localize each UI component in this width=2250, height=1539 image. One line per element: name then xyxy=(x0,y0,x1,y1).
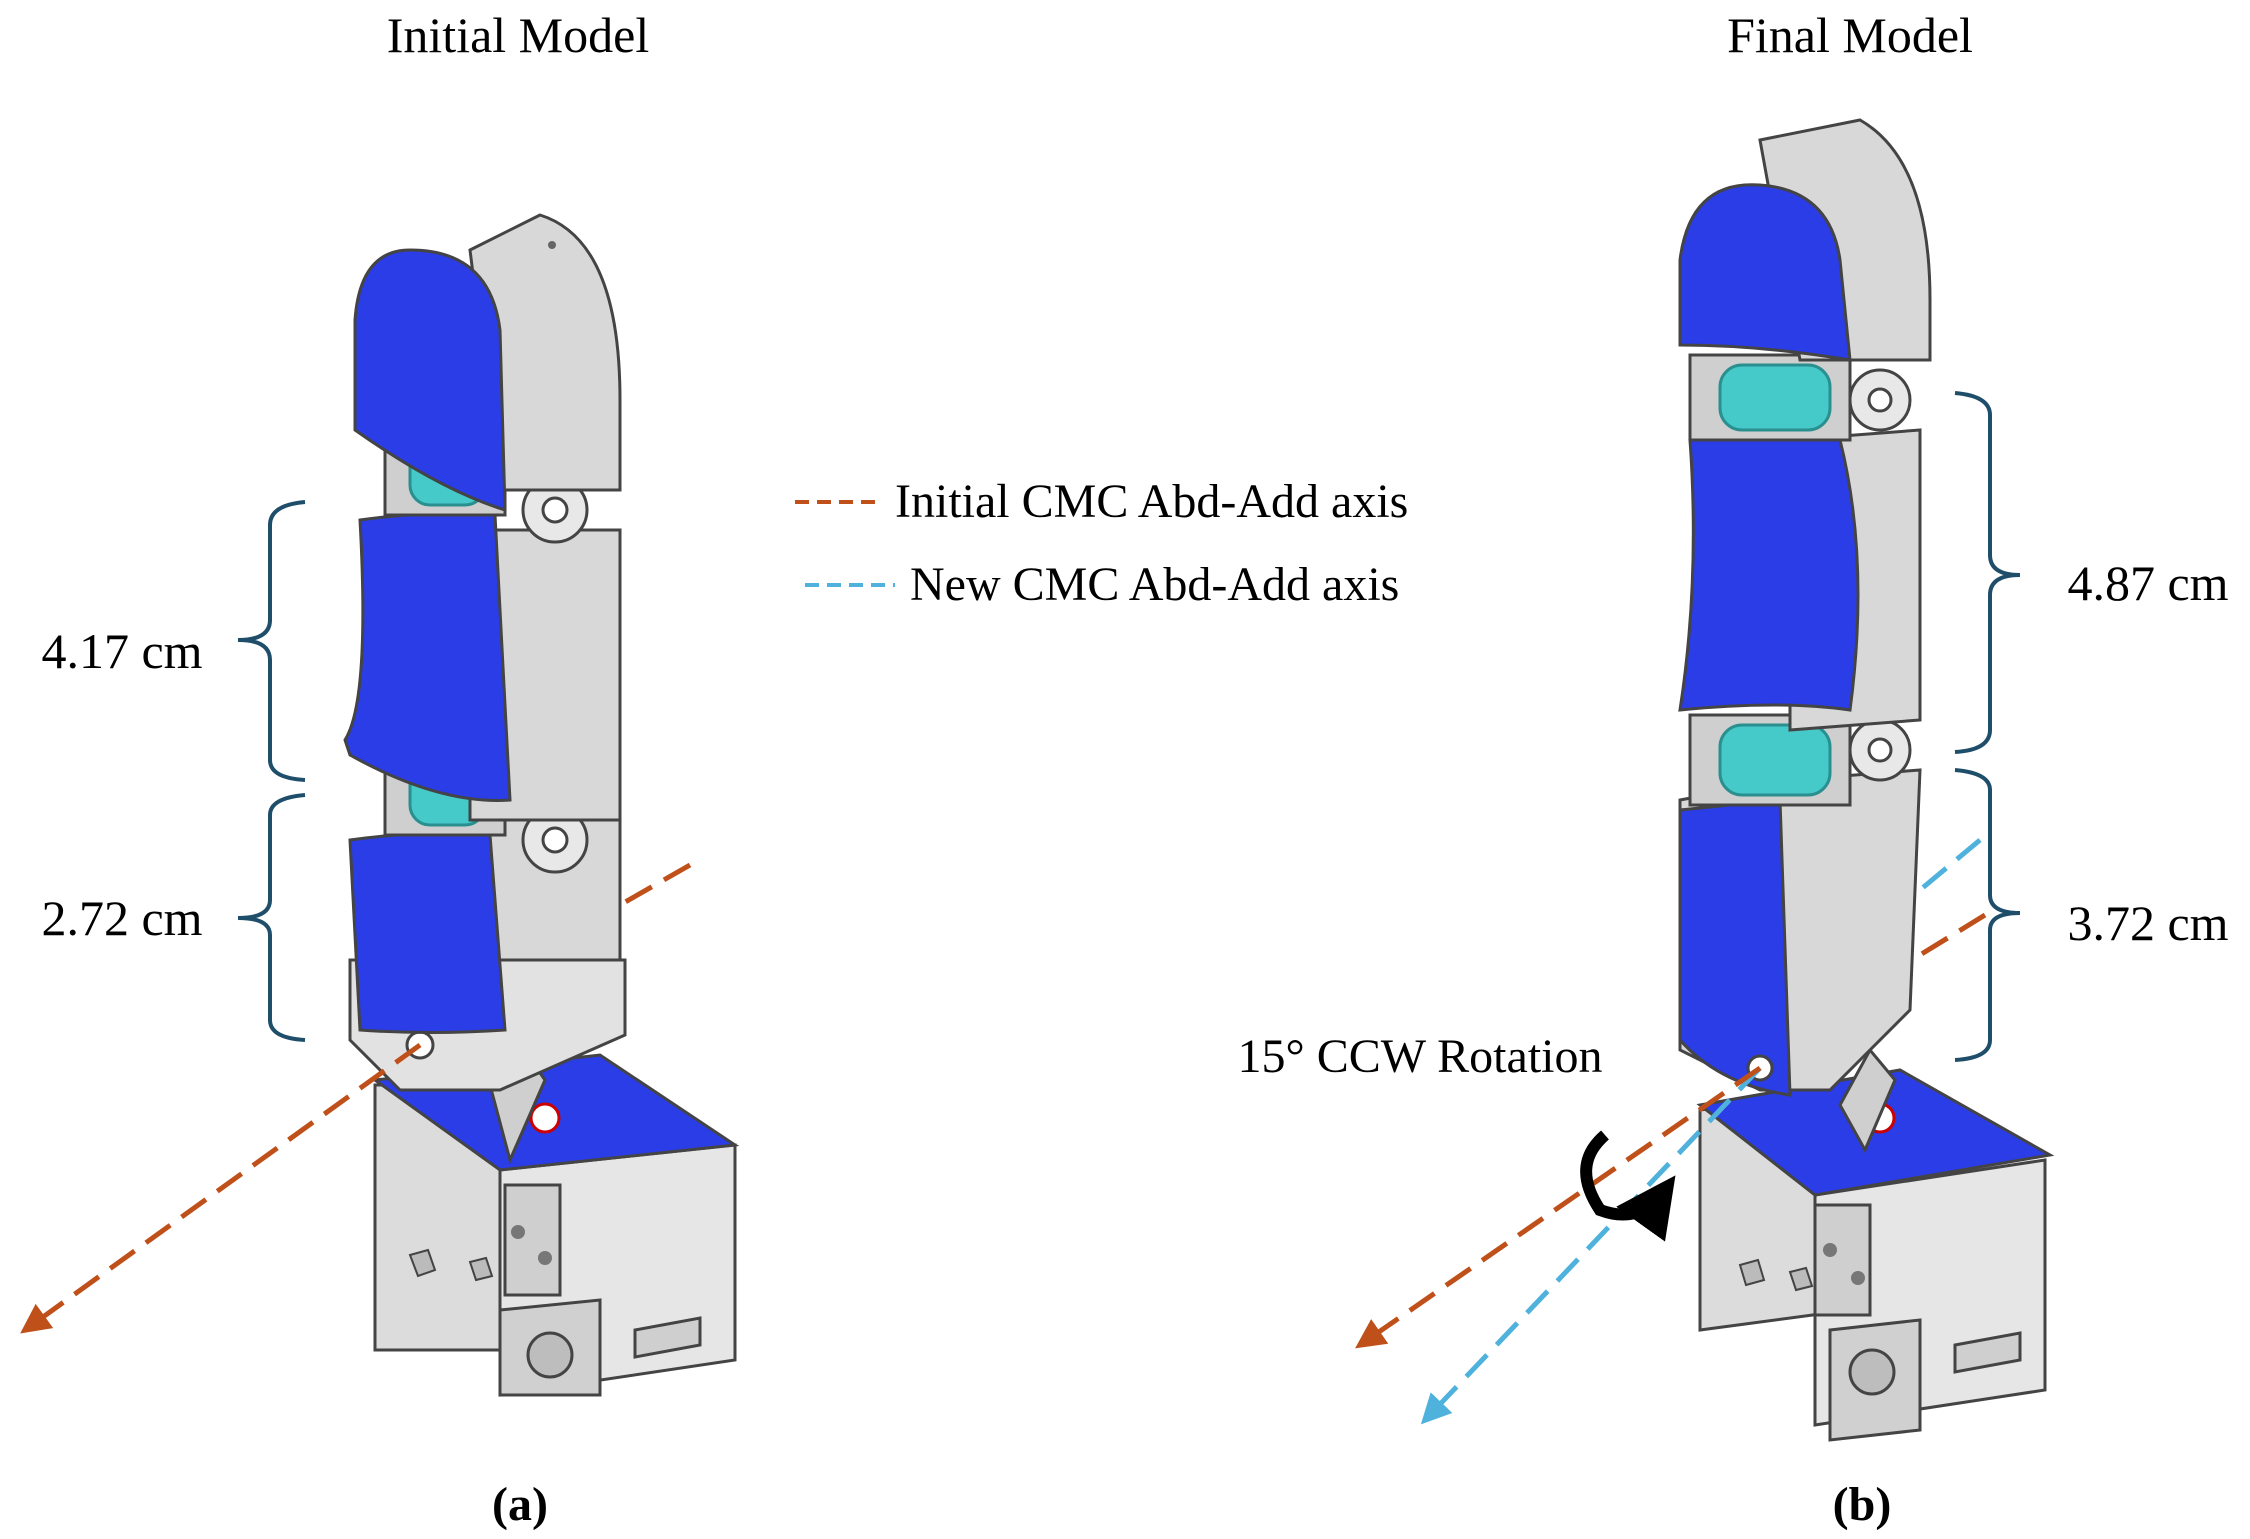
panel-b-caption: (b) xyxy=(1833,1478,1892,1531)
dimension-brackets-a xyxy=(237,500,306,1042)
initial-axis-b-stub xyxy=(1918,912,1987,958)
dim-b-upper-label: 4.87 cm xyxy=(2067,555,2228,611)
middle-link-a xyxy=(343,511,622,822)
bracket-a-lower xyxy=(237,793,306,1042)
new-axis-b-stub xyxy=(1918,838,1982,892)
dimension-brackets-b xyxy=(1954,391,2021,1062)
proximal-link-b xyxy=(1678,768,1922,1097)
lower-joint-b xyxy=(1688,713,1912,807)
panel-a-title: Initial Model xyxy=(387,7,649,63)
panel-b-model xyxy=(1355,118,2055,1442)
panel-b-title: Final Model xyxy=(1727,7,1973,63)
new-axis-b xyxy=(1420,1066,1762,1425)
distal-tip-b xyxy=(1678,118,1932,362)
panel-a-caption: (a) xyxy=(492,1478,548,1531)
dim-a-lower-label: 2.72 cm xyxy=(41,890,202,946)
legend-initial-label: Initial CMC Abd-Add axis xyxy=(895,475,1408,528)
base-block-a xyxy=(370,1042,740,1397)
upper-joint-b xyxy=(1688,353,1912,442)
rotation-label: 15° CCW Rotation xyxy=(1238,1030,1603,1083)
panel-a-model xyxy=(20,213,740,1397)
initial-axis-a xyxy=(20,1042,422,1334)
legend-new-label: New CMC Abd-Add axis xyxy=(910,558,1399,611)
dim-b-lower-label: 3.72 cm xyxy=(2067,895,2228,951)
middle-link-b xyxy=(1678,428,1922,732)
initial-axis-a-stub xyxy=(618,862,692,908)
bracket-b-upper xyxy=(1954,391,2021,754)
dim-a-upper-label: 4.17 cm xyxy=(41,623,202,679)
rotation-arrow-icon xyxy=(1580,1130,1676,1242)
proximal-link-a xyxy=(348,818,627,1092)
bracket-a-upper xyxy=(237,500,306,782)
base-block-b xyxy=(1696,1047,2055,1442)
bracket-b-lower xyxy=(1954,768,2021,1062)
initial-axis-b xyxy=(1355,1065,1762,1349)
distal-tip-a xyxy=(353,213,622,513)
